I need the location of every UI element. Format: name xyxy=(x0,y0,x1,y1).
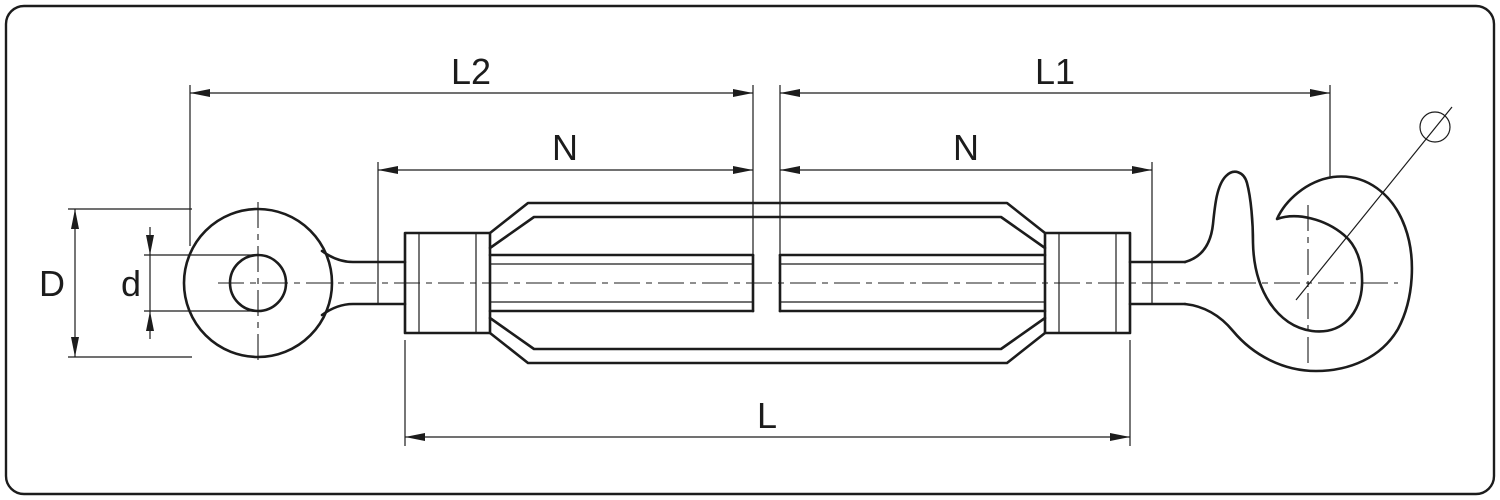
diameter-callout xyxy=(1295,106,1453,301)
centerlines xyxy=(218,202,1398,366)
dim-D-label: D xyxy=(39,263,65,304)
eye-shank-top xyxy=(320,249,407,264)
threaded-rods xyxy=(488,253,1187,313)
turnbuckle-frame xyxy=(488,201,1047,365)
frame-outer-top xyxy=(488,201,1047,235)
dim-l-label: L xyxy=(757,395,777,436)
left-nut-body xyxy=(403,231,492,335)
eye-outer-circle xyxy=(182,207,334,359)
diameter-symbol-icon xyxy=(1419,111,1451,143)
drawing-border xyxy=(4,4,1496,496)
hook-end xyxy=(1183,170,1414,373)
frame-outer-bottom xyxy=(488,331,1047,365)
frame-inner-bottom xyxy=(488,316,1047,351)
right-nut xyxy=(1043,231,1132,335)
dim-d-label: d xyxy=(121,263,141,304)
dimensions: L2 L1 N N L D d xyxy=(39,51,1331,446)
dim-n-left-label: N xyxy=(552,127,578,168)
eye-shank-bottom xyxy=(320,302,407,317)
left-nut xyxy=(403,231,492,335)
frame-inner-top xyxy=(488,215,1047,250)
dim-l2-label: L2 xyxy=(451,51,491,92)
diameter-leader-line xyxy=(1295,106,1453,301)
dim-l1-label: L1 xyxy=(1035,51,1075,92)
dim-n-right-label: N xyxy=(953,127,979,168)
right-nut-body xyxy=(1043,231,1132,335)
hook-outline xyxy=(1183,170,1414,373)
